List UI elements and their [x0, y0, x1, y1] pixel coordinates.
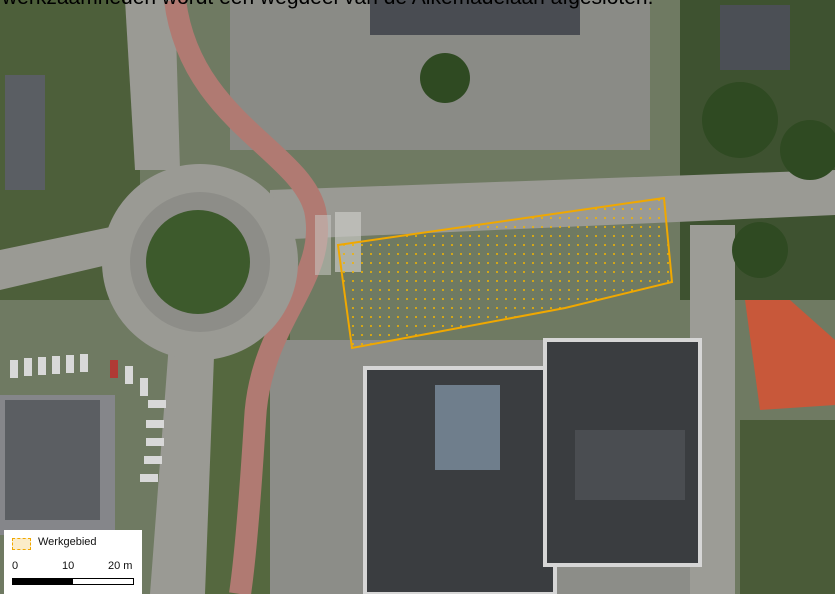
- building-northeast: [720, 5, 790, 70]
- scale-bar-fill: [13, 579, 73, 584]
- scale-tick-20: 20 m: [108, 560, 133, 572]
- road-south: [150, 330, 215, 594]
- bike-crossing: [315, 215, 331, 275]
- building-southwest: [5, 400, 100, 520]
- parked-cars-west: [10, 354, 166, 482]
- building-row-north: [370, 0, 580, 35]
- house-red-roof: [745, 300, 835, 410]
- trees-northeast: [420, 53, 835, 278]
- scale-bar: [12, 578, 134, 585]
- building-northwest: [5, 75, 45, 190]
- road-alkemadelaan: [270, 170, 835, 240]
- roof-section: [575, 430, 685, 500]
- work-area-legend-swatch: [12, 538, 31, 550]
- work-area-polygon: [336, 196, 674, 350]
- roundabout-island: [146, 210, 250, 314]
- map-legend: Werkgebied 0 10 20 m: [4, 530, 142, 594]
- scale-tick-10: 10: [62, 560, 75, 572]
- bike-path: [164, 0, 328, 594]
- green-area-southeast: [740, 420, 835, 594]
- solar-panels: [435, 385, 500, 470]
- work-area-legend-label: Werkgebied: [38, 536, 97, 548]
- caption-text: werkzaamheden wordt een wegdeel van de A…: [2, 0, 653, 10]
- scale-tick-0: 0: [12, 560, 19, 572]
- road-west: [0, 225, 120, 290]
- road-north: [125, 0, 180, 170]
